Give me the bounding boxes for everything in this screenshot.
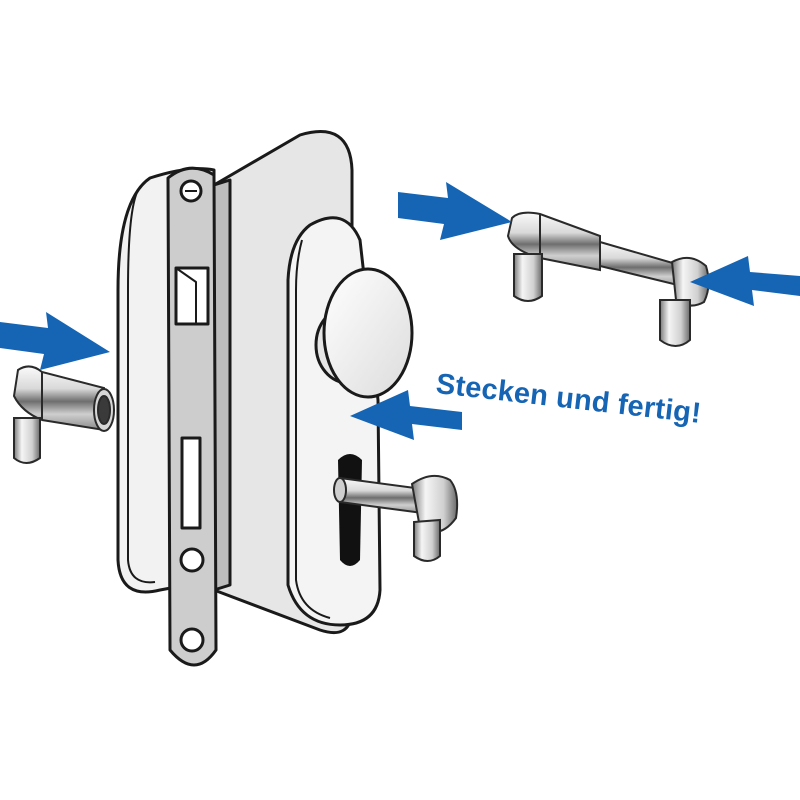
arrow-right-icon xyxy=(0,312,110,370)
screw-hole-bottom xyxy=(179,627,205,653)
cylinder-right xyxy=(506,211,710,347)
arrows xyxy=(0,182,800,440)
keyhole xyxy=(338,454,362,566)
latch-opening xyxy=(174,266,210,326)
cylinder-left xyxy=(12,365,115,464)
bolt-opening xyxy=(180,436,202,530)
arrow-left-icon xyxy=(690,256,800,306)
knob xyxy=(314,267,414,399)
screw-hole-mid xyxy=(179,547,205,573)
arrow-left-icon xyxy=(350,390,462,440)
arrow-right-icon xyxy=(398,182,512,240)
faceplate xyxy=(166,166,218,667)
cylinder-installed xyxy=(333,474,459,562)
